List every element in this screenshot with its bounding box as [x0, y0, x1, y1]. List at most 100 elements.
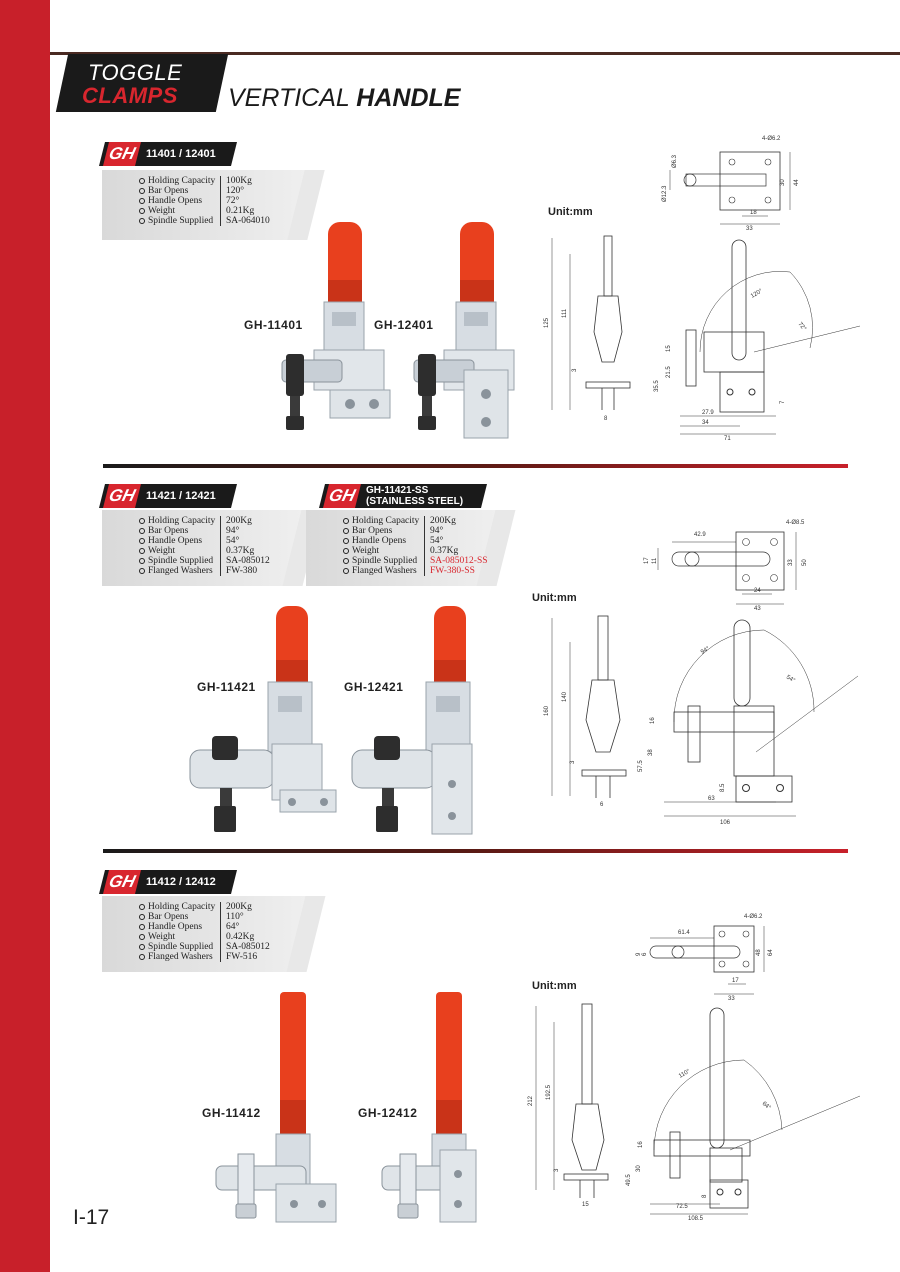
unit-label: Unit:mm	[532, 980, 577, 992]
dimension-label: 110°	[678, 1068, 692, 1079]
dimension-label: 30	[780, 179, 786, 186]
spec-label: Handle Opens	[148, 536, 203, 546]
dimension-label: 72.5	[676, 1204, 688, 1210]
spec-row: Spindle Supplied SA-085012	[102, 942, 306, 952]
dimension-label: 16	[638, 1141, 644, 1148]
spec-value: FW-516	[226, 952, 258, 962]
dimension-label: 8.5	[720, 783, 726, 792]
spec-value: SA-085012	[226, 556, 270, 566]
brand-badge: GH	[103, 870, 141, 894]
spec-label: Bar Opens	[148, 526, 189, 536]
dimension-label: 49.5	[626, 1174, 632, 1186]
spec-value: 72°	[226, 196, 240, 206]
dimension-label: 3	[570, 760, 576, 764]
spec-value: 120°	[226, 186, 245, 196]
spec-value: 54°	[430, 536, 444, 546]
page-title-bold: HANDLE	[356, 84, 461, 112]
model-number: GH-11421-SS(STAINLESS STEEL)	[366, 485, 463, 509]
dimension-label: 33	[728, 996, 735, 1002]
bullet-icon	[139, 198, 145, 204]
dimension-label: 3	[554, 1168, 560, 1172]
dimension-label: 61.4	[678, 930, 690, 936]
dimension-label: 125	[544, 317, 550, 328]
section-divider	[103, 849, 848, 853]
dimension-label: 111	[562, 308, 568, 318]
model-number: 11421 / 12421	[146, 490, 216, 502]
dimension-label: 192.5	[546, 1084, 552, 1100]
bullet-icon	[139, 934, 145, 940]
spec-value: 0.21Kg	[226, 206, 255, 216]
dimension-label: 38	[648, 749, 654, 756]
dimension-label: 18	[750, 210, 757, 216]
spec-row: Handle Opens 72°	[102, 196, 306, 206]
spec-value: SA-064010	[226, 216, 270, 226]
model-number: 11401 / 12401	[146, 148, 216, 160]
bullet-icon	[343, 548, 349, 554]
spec-label: Spindle Supplied	[148, 942, 214, 952]
spec-label: Holding Capacity	[352, 516, 420, 526]
dimension-label: 50	[802, 559, 808, 566]
spec-value: 94°	[430, 526, 444, 536]
dimension-label: 108.5	[688, 1216, 704, 1222]
bullet-icon	[139, 208, 145, 214]
bullet-icon	[139, 538, 145, 544]
header-rule	[50, 52, 900, 55]
bullet-icon	[343, 558, 349, 564]
dimension-label: 15	[582, 1202, 589, 1208]
model-number: 11412 / 12412	[146, 876, 216, 888]
dimension-label: 63	[708, 796, 715, 802]
spec-label: Handle Opens	[148, 196, 203, 206]
dimension-label: 72°	[796, 321, 807, 332]
bullet-icon	[139, 218, 145, 224]
brand-badge: GH	[103, 142, 141, 166]
product-label: GH-11401	[244, 318, 303, 332]
page-title: VERTICAL HANDLE	[228, 84, 460, 113]
dimension-label: 43	[754, 606, 761, 612]
dimension-label: 120°	[750, 288, 764, 300]
left-accent-bar	[0, 0, 50, 1272]
spec-value: FW-380-SS	[430, 566, 475, 576]
dimension-label: 35.5	[654, 380, 660, 392]
bullet-icon	[139, 954, 145, 960]
spec-value: 0.37Kg	[226, 546, 255, 556]
dimension-label: 71	[724, 436, 731, 442]
dimension-label: 21.5	[666, 366, 672, 378]
technical-drawing-top-view: 61.4 4-Ø6.2 9 6 48 64 17 33	[636, 914, 774, 1002]
unit-label: Unit:mm	[548, 206, 593, 218]
product-label: GH-12401	[374, 318, 434, 332]
dimension-label: 15	[666, 345, 672, 352]
dimension-label: 54°	[785, 675, 796, 685]
spec-value: 100Kg	[226, 176, 252, 186]
dimension-label: 6	[600, 802, 604, 808]
brand-badge: GH	[103, 484, 141, 508]
bullet-icon	[139, 924, 145, 930]
technical-drawing-side-view: 125 111 3 8 120° 72° 15 21.5 35.5 7 27.9…	[544, 235, 861, 442]
dimension-label: 48	[756, 949, 762, 956]
unit-label: Unit:mm	[532, 592, 577, 604]
dimension-label: Ø12.3	[662, 185, 668, 202]
product-photo-gh-12421	[351, 606, 473, 835]
spec-label: Flanged Washers	[352, 566, 417, 576]
spec-label: Bar Opens	[148, 912, 189, 922]
spec-value: 200Kg	[226, 902, 252, 912]
spec-value: 54°	[226, 536, 240, 546]
bullet-icon	[139, 904, 145, 910]
dimension-label: 106	[720, 820, 731, 826]
bullet-icon	[139, 528, 145, 534]
spec-value: SA-085012	[226, 942, 270, 952]
dimension-label: 212	[528, 1095, 534, 1106]
spec-label: Flanged Washers	[148, 566, 213, 576]
